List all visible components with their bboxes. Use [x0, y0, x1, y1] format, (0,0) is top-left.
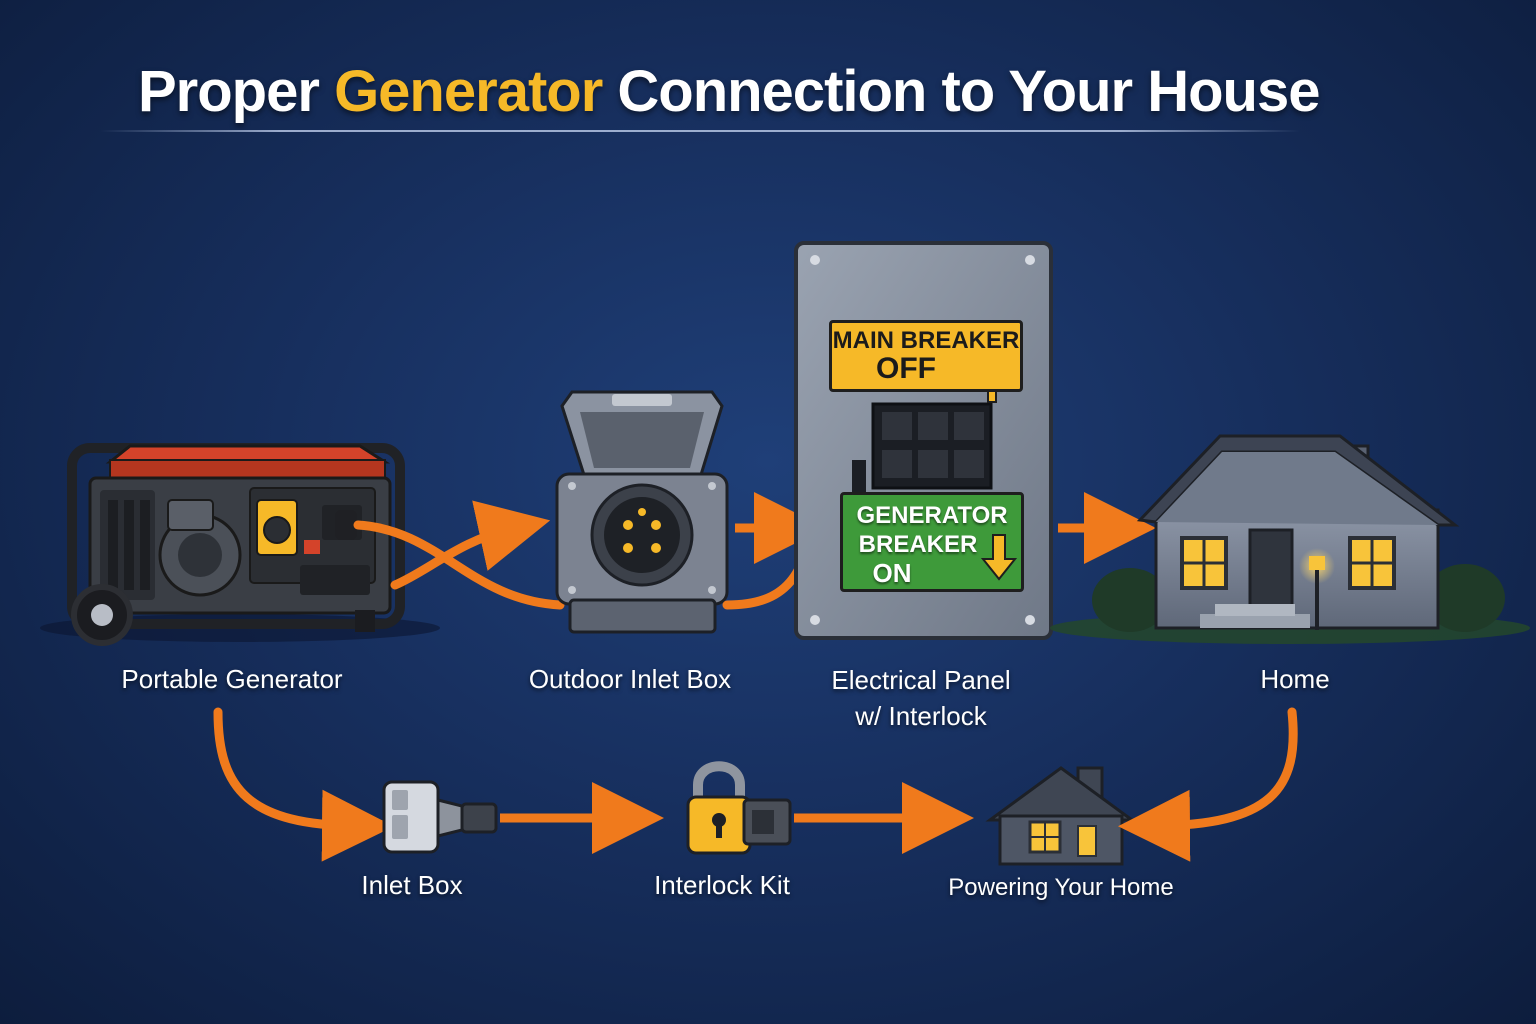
padlock-icon — [686, 761, 792, 855]
label-powering-your-home: Powering Your Home — [948, 874, 1174, 901]
title-highlight: Generator — [334, 59, 603, 124]
power-cable — [353, 520, 565, 610]
main-breaker-line2: OFF — [876, 352, 936, 385]
label-interlock-kit: Interlock Kit — [654, 870, 790, 900]
title-part2: Connection to Your House — [602, 59, 1320, 124]
inlet-box-icon — [555, 390, 729, 634]
title-divider — [100, 130, 1300, 132]
flow-arrow-down-right — [1118, 707, 1298, 862]
generator-breaker-line3: ON — [872, 558, 912, 588]
title-part1: Proper — [138, 59, 335, 124]
flow-arrow-1 — [390, 500, 551, 590]
label-inlet-box: Inlet Box — [361, 870, 463, 900]
main-breaker-sign: MAIN BREAKER OFF — [829, 320, 1023, 392]
label-outdoor-inlet-box: Outdoor Inlet Box — [528, 664, 732, 694]
page-title: Proper Generator Connection to Your Hous… — [138, 58, 1320, 125]
label-electrical-panel-line2: w/ Interlock — [855, 701, 987, 731]
small-house-icon — [985, 766, 1137, 866]
plug-icon — [382, 780, 498, 854]
generator-breaker-line1: GENERATOR — [856, 502, 1008, 529]
flow-arrow-down-left — [213, 707, 394, 862]
house-icon — [1050, 434, 1530, 644]
label-portable-generator: Portable Generator — [121, 664, 343, 694]
generator-breaker-sign: GENERATOR BREAKER ON — [840, 492, 1024, 592]
arrow-down-icon — [981, 534, 1017, 581]
label-electrical-panel: Electrical Panel w/ Interlock — [831, 662, 1010, 734]
generator-icon — [40, 443, 440, 646]
generator-breaker-line2: BREAKER — [858, 531, 978, 558]
main-breaker-line1: MAIN BREAKER — [832, 327, 1020, 354]
label-electrical-panel-line1: Electrical Panel — [831, 665, 1011, 695]
label-home: Home — [1260, 664, 1330, 694]
